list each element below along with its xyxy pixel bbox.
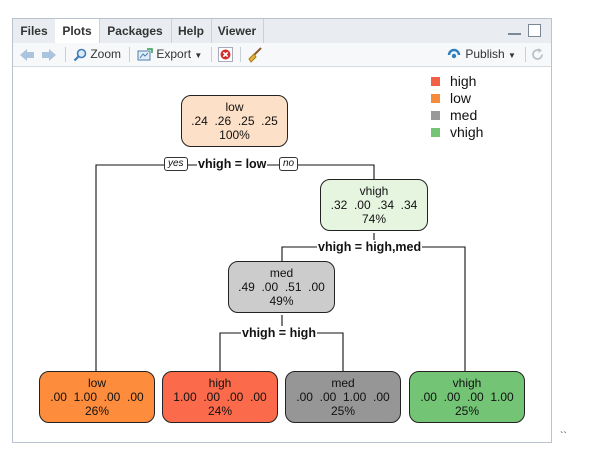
tab-viewer[interactable]: Viewer (211, 19, 264, 43)
export-button[interactable]: Export ▼ (137, 46, 202, 63)
tab-plots[interactable]: Plots (55, 19, 100, 44)
tree-node-med: med .49 .00 .51 .00 49% (228, 261, 335, 313)
tab-packages[interactable]: Packages (99, 19, 172, 43)
legend-item-low: low (431, 90, 483, 107)
zoom-icon (73, 48, 87, 62)
tab-files[interactable]: Files (13, 19, 56, 43)
tree-leaf-med: med .00 .00 1.00 .00 25% (285, 371, 401, 423)
legend-item-med: med (431, 107, 483, 124)
legend-swatch (431, 127, 440, 137)
yes-label: yes (164, 157, 188, 171)
forward-arrow-icon[interactable] (41, 46, 57, 63)
remove-plot-button[interactable] (218, 46, 233, 63)
legend-swatch (431, 110, 440, 120)
plots-pane: Files Plots Packages Help Viewer Zoom Ex… (12, 18, 552, 443)
legend-item-vhigh: vhigh (431, 124, 483, 141)
tree-node-root: low .24 .26 .25 .25 100% (181, 95, 288, 147)
broom-icon (248, 47, 262, 63)
tree-leaf-vhigh: vhigh .00 .00 .00 1.00 25% (409, 371, 525, 423)
tree-node-vhigh: vhigh .32 .00 .34 .34 74% (320, 179, 428, 231)
plot-area: high low med vhigh low .24 .26 .25 .25 1… (13, 67, 551, 442)
publish-icon (447, 48, 461, 59)
minimize-button[interactable] (507, 24, 521, 35)
no-label: no (279, 157, 299, 171)
split-label-root: vhigh = low (197, 157, 268, 171)
tree-leaf-high: high 1.00 .00 .00 .00 24% (162, 371, 278, 423)
export-icon (137, 48, 153, 61)
split-label-med: vhigh = high (241, 326, 317, 340)
zoom-label: Zoom (90, 47, 122, 61)
zoom-button[interactable]: Zoom (73, 46, 121, 63)
export-label: Export (156, 47, 192, 61)
publish-label: Publish (465, 47, 505, 61)
tab-help[interactable]: Help (171, 19, 212, 43)
tab-bar: Files Plots Packages Help Viewer (13, 19, 551, 44)
split-label-vhigh: vhigh = high,med (317, 240, 423, 254)
refresh-button[interactable] (530, 46, 545, 63)
legend-swatch (431, 93, 440, 103)
back-arrow-icon[interactable] (19, 46, 35, 63)
refresh-icon (532, 48, 543, 61)
legend-item-high: high (431, 73, 483, 90)
legend-swatch (431, 76, 440, 86)
publish-button[interactable]: Publish ▼ (446, 46, 516, 63)
remove-icon (218, 47, 233, 63)
chevron-down-icon: ▼ (508, 51, 516, 60)
chevron-down-icon: ▼ (194, 51, 203, 60)
stray-mark: `` (560, 431, 567, 442)
clear-all-button[interactable] (247, 46, 263, 63)
tree-leaf-low: low .00 1.00 .00 .00 26% (39, 371, 155, 423)
maximize-button[interactable] (528, 24, 541, 37)
legend: high low med vhigh (431, 73, 483, 141)
plots-toolbar: Zoom Export ▼ Publish ▼ (13, 43, 551, 67)
